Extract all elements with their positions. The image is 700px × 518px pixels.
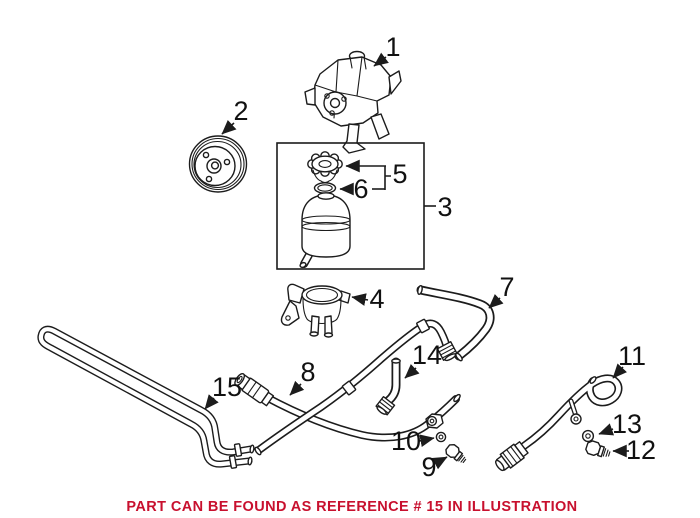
callout-10: 10	[391, 426, 421, 456]
o-ring-illustration	[313, 182, 337, 194]
callout-leader-lines	[204, 52, 629, 470]
pulley-illustration	[188, 135, 248, 193]
callout-2: 2	[233, 96, 248, 126]
return-hose-illustration	[416, 284, 495, 362]
callout-7: 7	[499, 272, 514, 302]
callout-12: 12	[626, 435, 656, 465]
callout-6: 6	[353, 174, 368, 204]
callout-11: 11	[618, 341, 646, 371]
reservoir-cap-illustration	[307, 151, 343, 184]
banjo-fitting	[234, 372, 275, 407]
threaded-fitting	[436, 341, 458, 362]
callout-4: 4	[369, 284, 384, 314]
elbow-hose-illustration	[375, 357, 401, 416]
callout-13: 13	[612, 409, 642, 439]
callout-1: 1	[385, 32, 400, 62]
looped-hose-illustration	[495, 374, 623, 472]
washer-10-illustration	[435, 431, 447, 443]
bolt-12-illustration	[585, 440, 611, 458]
hose-mount-eyelet	[425, 413, 444, 429]
callout-14: 14	[412, 340, 442, 370]
washer-13-illustration	[581, 429, 595, 443]
bolt-9-illustration	[445, 444, 467, 464]
callout-3: 3	[437, 192, 452, 222]
callout-5: 5	[392, 159, 407, 189]
callout-8: 8	[300, 357, 315, 387]
reservoir-tank-illustration	[299, 192, 351, 269]
callout-9: 9	[421, 452, 436, 482]
callout-15: 15	[212, 372, 242, 402]
hose-end-fitting	[495, 441, 529, 472]
reference-note: PART CAN BE FOUND AS REFERENCE # 15 IN I…	[126, 499, 577, 515]
suction-hose-illustration	[254, 318, 458, 456]
cooler-line-illustration	[37, 325, 255, 469]
callout-numbers: 1 2 3 4 5 6 7 8 9 10 11 12 13 14 15	[212, 32, 656, 482]
elbow-fitting	[375, 395, 396, 416]
power-steering-pump-illustration	[304, 50, 402, 154]
reservoir-bracket-illustration	[280, 283, 351, 338]
